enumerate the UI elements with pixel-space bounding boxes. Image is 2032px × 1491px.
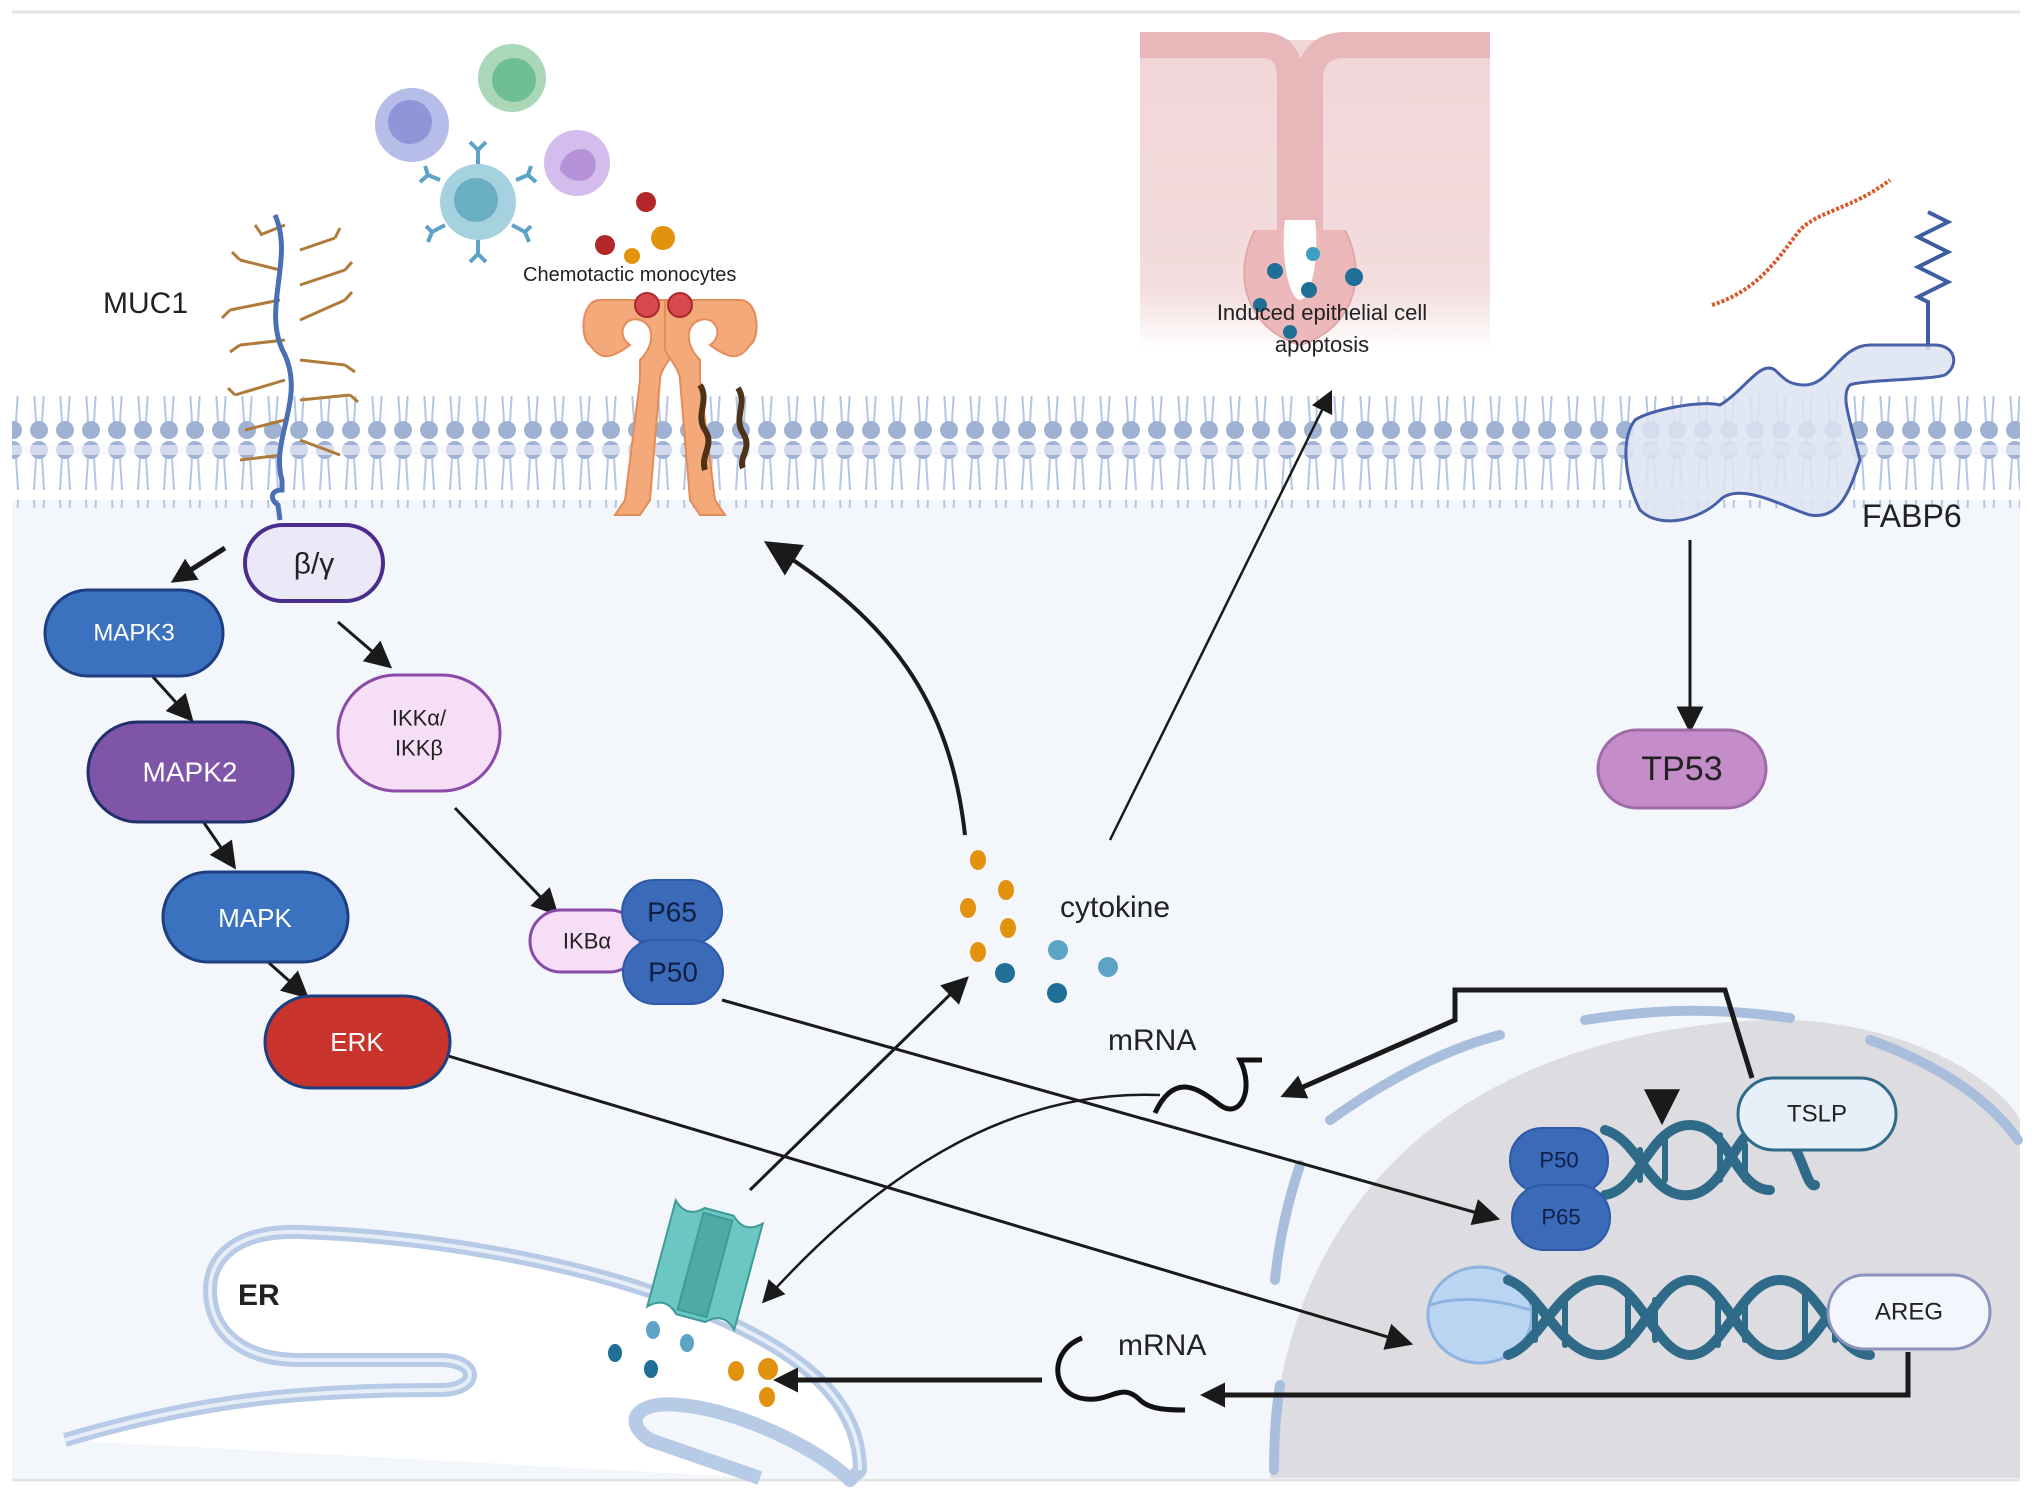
muc1-icon: [220, 213, 359, 521]
node-nuclear-nfkb[interactable]: P50 P65: [1509, 1127, 1611, 1251]
er-label: ER: [238, 1279, 280, 1312]
node-nuc-p65-label: P65: [1541, 1205, 1580, 1230]
node-tp53[interactable]: TP53: [1596, 728, 1768, 810]
node-erk[interactable]: ERK: [263, 994, 452, 1090]
node-mapk3-label: MAPK3: [93, 620, 174, 647]
node-tslp-label: TSLP: [1787, 1101, 1847, 1128]
arrow-tslp-to-mrna: [1280, 987, 1755, 1099]
arrows: [143, 389, 1911, 1408]
node-p65-label: P65: [647, 897, 697, 928]
arrow-p50-to-nuc-p65: [721, 998, 1501, 1226]
dna-tslp-icon: [1600, 1119, 1820, 1201]
node-areg-label: AREG: [1875, 1299, 1943, 1326]
chemokine-dots: [595, 192, 675, 264]
mrna-bottom-label: mRNA: [1118, 1329, 1206, 1362]
mrna-top-label: mRNA: [1108, 1024, 1196, 1057]
arrow-ikk-to-ikba: [453, 806, 559, 916]
node-ikba-label: IKBα: [563, 929, 611, 954]
apoptosis-label-line1: Induced epithelial cell: [1217, 300, 1427, 325]
node-mapk-label: MAPK: [218, 903, 292, 933]
mrna-bottom-icon: [1055, 1335, 1186, 1413]
arrow-bg-to-mapk3: [170, 545, 227, 583]
node-mapk[interactable]: MAPK: [161, 870, 350, 964]
cytokine-label: cytokine: [1060, 891, 1170, 924]
node-p50-label: P50: [648, 957, 698, 988]
node-areg[interactable]: AREG: [1826, 1273, 1992, 1351]
node-tslp[interactable]: TSLP: [1736, 1076, 1898, 1152]
cytokine-receptor-icon: [582, 292, 758, 516]
dna-areg-icon: [1426, 1265, 1875, 1365]
arrow-bg-to-ikk: [337, 620, 393, 669]
node-tp53-label: TP53: [1641, 750, 1722, 788]
er-channel-icon: [645, 1197, 765, 1333]
fabp6-label: FABP6: [1862, 498, 1962, 534]
arrow-areg-to-mrna: [1200, 1352, 1911, 1408]
muc1-label: MUC1: [103, 287, 188, 320]
fabp6-icon: [1624, 178, 1956, 523]
apoptosis-label-line2: apoptosis: [1275, 332, 1369, 357]
node-ikk-label-line1: IKKα/: [392, 706, 447, 731]
mrna-top-icon: [1152, 1057, 1262, 1115]
arrow-cytokine-to-receptor: [763, 541, 967, 836]
arrow-er-to-cytokine: [748, 976, 969, 1192]
node-ikk[interactable]: IKKα/ IKKβ: [336, 673, 502, 793]
chemotactic-monocytes-label: Chemotactic monocytes: [523, 264, 736, 286]
membrane-midline: [12, 445, 2020, 455]
arrow-cytokine-to-apoptosis: [1108, 389, 1333, 841]
node-beta-gamma[interactable]: β/γ: [243, 523, 385, 603]
node-mapk2[interactable]: MAPK2: [86, 720, 295, 824]
cytokine-dots: [960, 850, 1118, 1003]
node-mapk3[interactable]: MAPK3: [43, 588, 225, 678]
node-mapk2-label: MAPK2: [143, 757, 238, 788]
node-beta-gamma-label: β/γ: [294, 548, 335, 581]
nucleus: [1269, 1005, 2023, 1478]
arrow-mrna-to-channel: [761, 1093, 1161, 1304]
arrow-erk-to-ribosome: [444, 1053, 1414, 1350]
node-nuc-p50-label: P50: [1539, 1148, 1578, 1173]
node-ikk-label-line2: IKKβ: [395, 736, 443, 761]
node-ikba-complex[interactable]: IKBα P65 P50: [528, 879, 724, 1005]
node-erk-label: ERK: [330, 1027, 384, 1057]
immune-cells-icon: [375, 44, 610, 264]
epithelial-crypt-icon: [1140, 32, 1490, 350]
